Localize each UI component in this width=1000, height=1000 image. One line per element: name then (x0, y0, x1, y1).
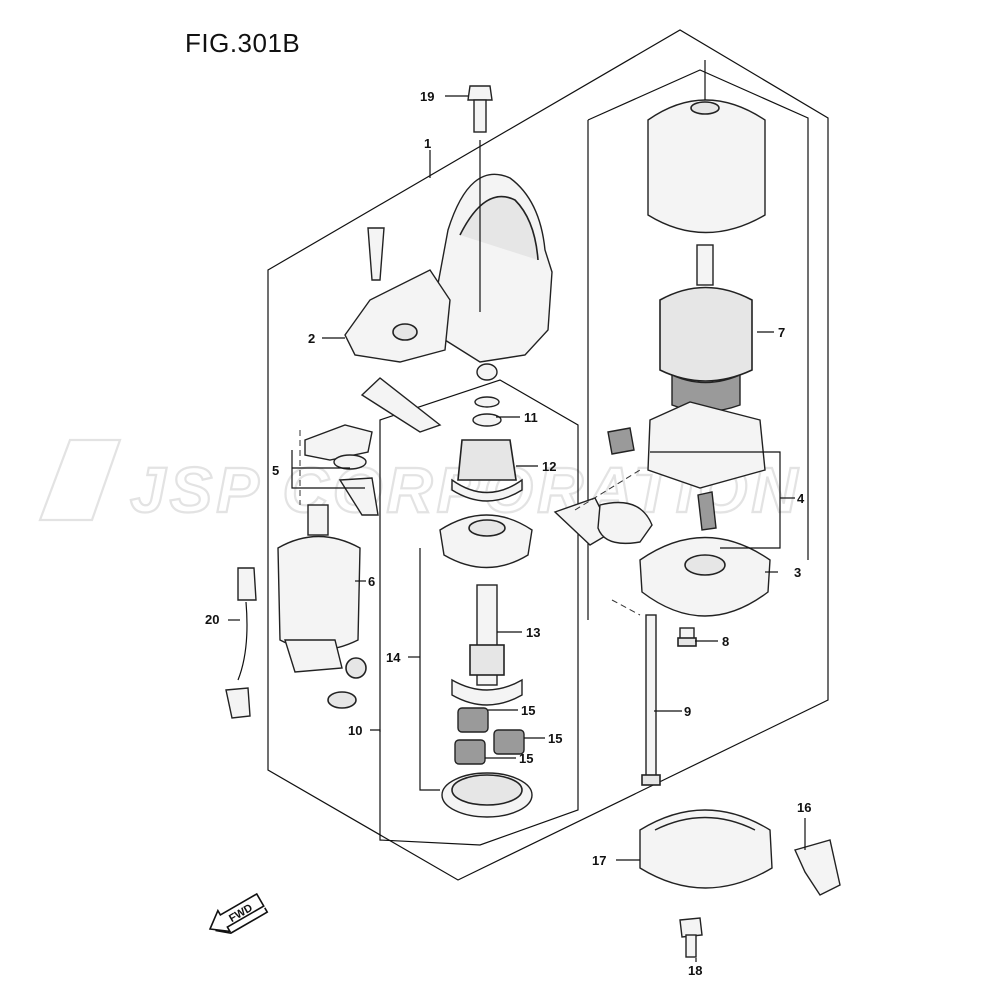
wire-lead-part-20 (225, 567, 257, 719)
assembly-boundary (267, 29, 829, 881)
callout-3: 3 (794, 565, 801, 580)
end-frame-part-3 (639, 536, 771, 617)
screw-part-8 (677, 627, 697, 647)
callout-19: 19 (420, 89, 434, 104)
lever-part-5 (304, 377, 442, 516)
callout-9: 9 (684, 704, 691, 719)
end-cover-part-2 (344, 227, 451, 363)
armature-part-7 (647, 60, 766, 413)
callout-15-top: 15 (521, 703, 535, 718)
callout-8: 8 (722, 634, 729, 649)
strap-band-part-17 (639, 809, 773, 889)
bushing (476, 363, 498, 381)
callout-15-right: 15 (548, 731, 562, 746)
callout-1: 1 (424, 136, 431, 151)
callout-11: 11 (524, 410, 538, 425)
figure-title: FIG.301B (185, 28, 301, 58)
callout-14: 14 (386, 650, 401, 665)
through-bolt-part-9 (641, 614, 661, 786)
callout-7: 7 (778, 325, 785, 340)
pinion-gear-part-12 (451, 396, 523, 502)
callout-13: 13 (526, 625, 540, 640)
callout-labels: 19 1 2 5 6 20 10 11 12 13 14 15 15 15 7 … (205, 89, 811, 978)
callout-12: 12 (542, 459, 556, 474)
callout-4: 4 (797, 491, 805, 506)
callout-5: 5 (272, 463, 279, 478)
leader-lines (228, 95, 806, 962)
callout-10: 10 (348, 723, 362, 738)
callout-16: 16 (797, 800, 811, 815)
planetary-gears-part-15 (454, 707, 525, 765)
fwd-direction-badge: FWD (208, 892, 269, 934)
callout-15-bottom: 15 (519, 751, 533, 766)
callout-17: 17 (592, 853, 606, 868)
bolt-part-18 (679, 917, 703, 958)
housing-part-1 (434, 140, 553, 363)
callout-20: 20 (205, 612, 219, 627)
bolt-part-19 (467, 85, 493, 133)
brush-holder-part-4 (553, 401, 766, 546)
bracket-part-16 (794, 839, 841, 896)
callout-6: 6 (368, 574, 375, 589)
callout-18: 18 (688, 963, 702, 978)
callout-2: 2 (308, 331, 315, 346)
shaft-part-13 (451, 584, 523, 706)
assembly-guide-lines (299, 430, 641, 616)
ring-gear (441, 772, 533, 818)
solenoid-part-6 (277, 504, 367, 709)
clutch-housing (439, 514, 533, 569)
